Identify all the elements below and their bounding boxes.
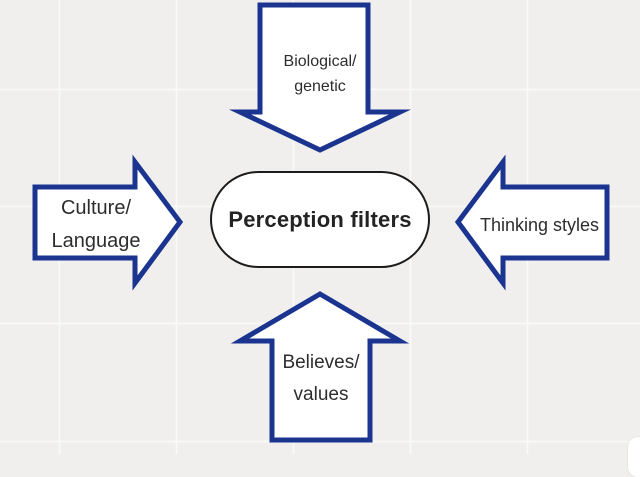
- top-arrow-label-line1: Biological/: [283, 53, 357, 70]
- left-arrow-label-line1: Culture/: [60, 197, 132, 219]
- right-arrow-label-line1: Thinking styles: [479, 215, 600, 235]
- top-arrow-label-line2: genetic: [294, 78, 346, 95]
- bottom-arrow-label-line2: values: [293, 384, 349, 405]
- arrows-layer: [32, 2, 610, 443]
- top-arrow-shape: [228, 2, 412, 153]
- bottom-arrow-shape: [230, 291, 410, 443]
- left-arrow-label-line2: Language: [51, 230, 141, 252]
- left-arrow-shape: [32, 154, 184, 291]
- pill-title: Perception filters: [228, 206, 412, 232]
- left-arrow-label: Culture/ Language: [35, 192, 157, 258]
- bottom-arrow-label: Believes/ values: [259, 347, 383, 411]
- bottom-arrow-label-line1: Believes/: [282, 352, 360, 373]
- perception-filters-pill: Perception filters: [210, 171, 430, 268]
- right-arrow-label: Thinking styles: [467, 212, 612, 238]
- corner-card: [628, 437, 640, 477]
- top-arrow-label: Biological/ genetic: [250, 49, 390, 99]
- right-arrow-shape: [454, 154, 610, 291]
